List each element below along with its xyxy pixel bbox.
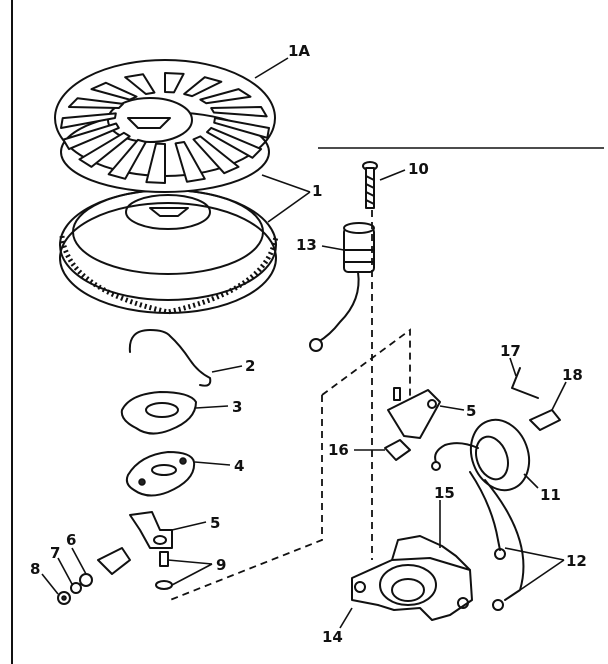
fan-blade (183, 76, 223, 98)
fan-blade (67, 97, 124, 110)
part-3-dust-cover (120, 391, 197, 435)
fan-blade (192, 135, 240, 175)
callout-5-left: 5 (210, 514, 220, 532)
fan-blade (145, 142, 166, 184)
callout-1A: 1A (288, 42, 310, 60)
callout-7: 7 (50, 544, 60, 562)
part-10-screw (362, 161, 378, 209)
fan-blade (164, 72, 185, 94)
part-14-15-bracket (351, 535, 473, 621)
fan-blade (90, 81, 138, 101)
fan-blade (206, 126, 263, 159)
callout-11: 11 (540, 486, 561, 504)
callout-6: 6 (66, 531, 76, 549)
callout-17: 17 (500, 342, 521, 360)
fan-blade (62, 122, 120, 151)
callout-9: 9 (216, 556, 226, 574)
callout-3: 3 (232, 398, 242, 416)
fan-blade (60, 112, 117, 129)
part-9-screw-washer (155, 551, 173, 590)
parts-6-7-8-hardware (57, 547, 131, 605)
fan-blade (213, 117, 270, 139)
callout-5-right: 5 (466, 402, 476, 420)
callout-16: 16 (328, 441, 349, 459)
fan-blades (60, 72, 270, 184)
callout-10: 10 (408, 160, 429, 178)
part-12-ground-leads (469, 471, 525, 611)
callout-12: 12 (566, 552, 587, 570)
assembly-guide-lines (169, 210, 411, 601)
fan-blade (107, 138, 147, 180)
part-2-spring (128, 329, 212, 387)
part-18-clip (529, 409, 561, 431)
part-5-breaker-point (387, 389, 441, 439)
part-16-clip (384, 439, 411, 461)
fan-blade (78, 131, 131, 168)
fan-blade (199, 88, 252, 105)
callout-4: 4 (234, 457, 244, 475)
fan-blade (174, 141, 206, 183)
callout-14: 14 (322, 628, 343, 646)
fan-blade (210, 105, 268, 118)
callout-1: 1 (312, 182, 322, 200)
callout-18: 18 (562, 366, 583, 384)
part-11-coil (431, 418, 531, 492)
callout-15: 15 (434, 484, 455, 502)
part-17-wire (511, 367, 539, 399)
part-13-condenser (309, 222, 375, 352)
fan-blade (124, 73, 156, 95)
part-5-breaker-arm (129, 511, 173, 549)
callout-2: 2 (245, 357, 255, 375)
callout-13: 13 (296, 236, 317, 254)
callout-8: 8 (30, 560, 40, 578)
leader-lines (41, 57, 567, 629)
flywheel (59, 189, 279, 315)
